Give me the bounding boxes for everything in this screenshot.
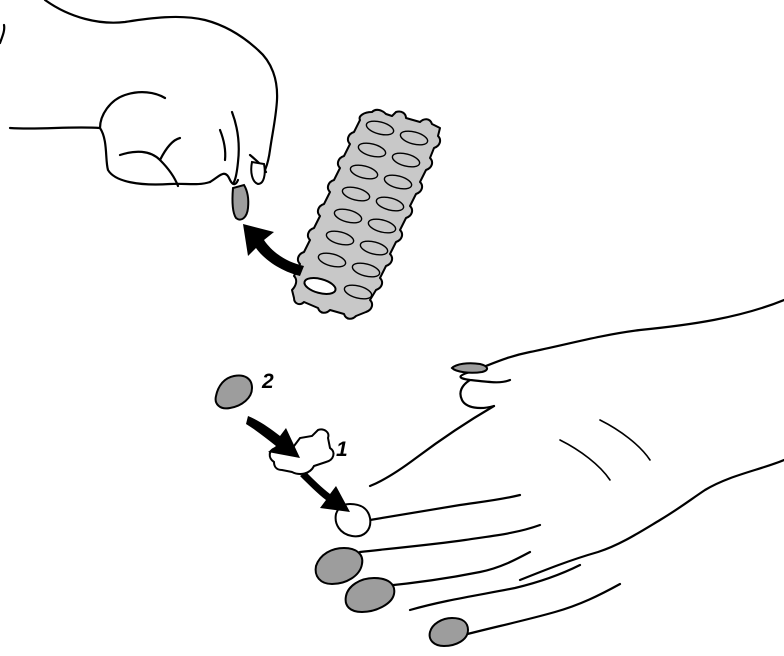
pick-arrow: [243, 224, 304, 276]
thumb-nail: [251, 162, 265, 184]
loose-nail-tip: [216, 376, 252, 409]
polished-nail-ring: [346, 578, 395, 612]
nail-tip-sheet: [292, 110, 440, 319]
polished-nail-pinky: [430, 618, 468, 646]
step-1-label: 1: [336, 438, 348, 461]
lower-hand: [360, 300, 784, 640]
polished-nail-middle: [316, 548, 363, 584]
step-2-label: 2: [261, 370, 274, 393]
step-1-arrow: [300, 472, 350, 512]
step-2-arrow: [246, 416, 300, 458]
held-nail-tip: [232, 185, 248, 220]
lower-thumb-nail: [452, 363, 487, 373]
upper-hand: [0, 0, 277, 186]
